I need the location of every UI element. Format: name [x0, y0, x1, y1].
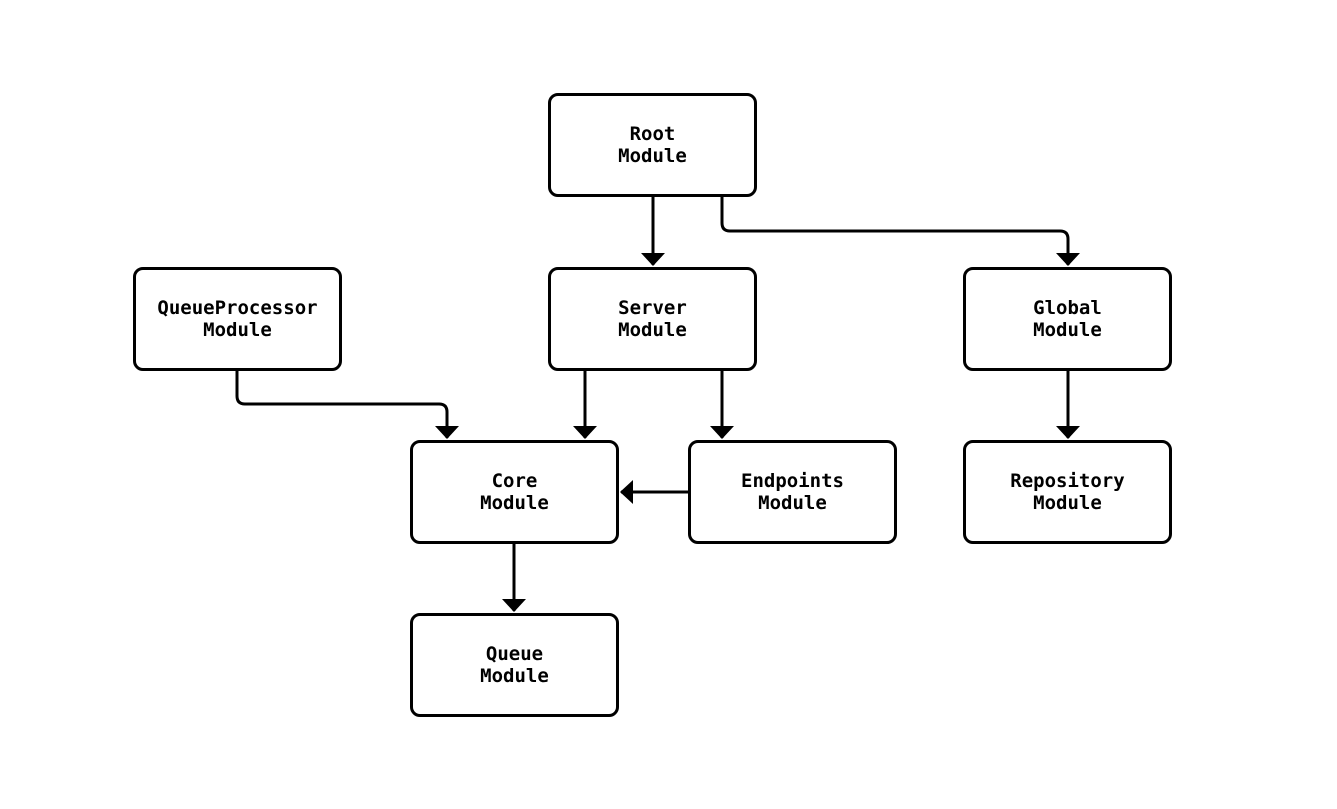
node-queueprocessor-module: QueueProcessor Module	[133, 267, 342, 371]
node-label-line2: Module	[480, 665, 549, 687]
node-label-line1: Endpoints	[741, 470, 844, 492]
node-label-line1: QueueProcessor	[157, 297, 318, 319]
edge-root-to-global	[720, 197, 1080, 266]
node-label-line1: Repository	[1010, 470, 1125, 492]
node-label-line2: Module	[1033, 319, 1102, 341]
node-label-line2: Module	[758, 492, 827, 514]
node-label-line2: Module	[618, 319, 687, 341]
node-endpoints-module: Endpoints Module	[688, 440, 897, 544]
node-label-line1: Core	[491, 470, 538, 492]
node-label-line1: Queue	[485, 643, 544, 665]
node-label-line1: Root	[629, 123, 676, 145]
node-core-module: Core Module	[410, 440, 619, 544]
node-label-line1: Global	[1033, 297, 1102, 319]
node-label-line2: Module	[1033, 492, 1102, 514]
edge-queueprocessor-to-core	[235, 371, 459, 439]
node-server-module: Server Module	[548, 267, 757, 371]
node-label-line1: Server	[618, 297, 687, 319]
node-label-line2: Module	[480, 492, 549, 514]
node-label-line2: Module	[618, 145, 687, 167]
node-root-module: Root Module	[548, 93, 757, 197]
node-repository-module: Repository Module	[963, 440, 1172, 544]
node-global-module: Global Module	[963, 267, 1172, 371]
node-queue-module: Queue Module	[410, 613, 619, 717]
node-label-line2: Module	[203, 319, 272, 341]
